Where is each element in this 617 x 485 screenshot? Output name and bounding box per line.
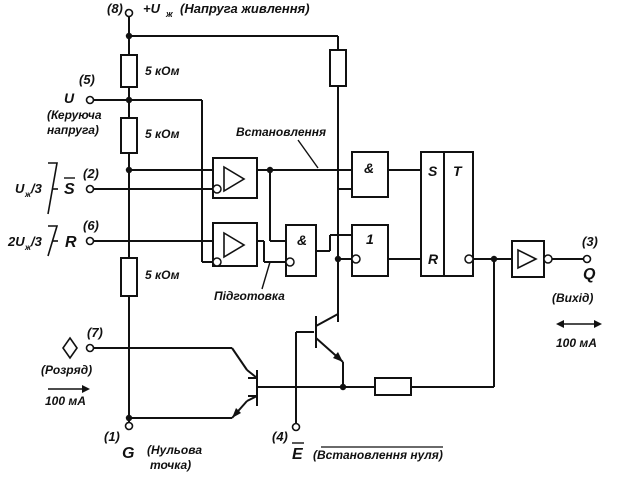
discharge-marker-diamond xyxy=(62,336,78,360)
output-desc: (Вихід) xyxy=(552,291,593,305)
discharge-transistor-emitter-arrow xyxy=(232,408,241,418)
output-name: Q xyxy=(583,266,596,283)
supply-name: +U xyxy=(143,1,161,16)
pin-7-terminal xyxy=(85,343,95,353)
resistor-r3 xyxy=(120,257,138,297)
threshold-bracket xyxy=(47,225,59,257)
trigger-name: S xyxy=(64,181,75,198)
output-buffer xyxy=(511,240,545,278)
discharge-desc: (Розряд) xyxy=(41,363,92,377)
inversion-bubble-and-mid xyxy=(285,257,295,267)
resistor-feedback xyxy=(374,377,412,396)
inversion-bubble-ff xyxy=(464,254,474,264)
resistor-r3-label: 5 кОм xyxy=(145,268,180,282)
flipflop-s-label: S xyxy=(428,163,438,179)
control-desc-line1: (Керуюча xyxy=(47,108,102,122)
inversion-bubble-trigger xyxy=(212,184,222,194)
resistor-r1 xyxy=(120,54,138,88)
pin-7-label: (7) xyxy=(87,325,103,340)
trigger-threshold-bracket xyxy=(47,162,58,215)
pin-4-label: (4) xyxy=(272,429,288,444)
resistor-r2-label: 5 кОм xyxy=(145,127,180,141)
reset-desc: (Встановлення нуля) xyxy=(313,448,443,462)
discharge-current-arrow xyxy=(48,385,90,393)
ground-desc-line2: точка) xyxy=(150,458,191,472)
flipflop-r-label: R xyxy=(428,251,439,267)
reset-transistor-emitter-arrow xyxy=(333,352,343,362)
pin-6-terminal xyxy=(85,236,95,246)
and-gate-top: & xyxy=(351,151,389,198)
inversion-bubble-buffer xyxy=(543,254,553,264)
set-annotation-leader xyxy=(297,139,319,169)
pin-1-label: (1) xyxy=(104,429,120,444)
or-gate: 1 xyxy=(351,224,389,277)
junctions xyxy=(125,32,498,422)
pin-8-terminal xyxy=(124,8,134,18)
pin-5-terminal xyxy=(85,95,95,105)
threshold-value: 2U xyxy=(7,234,25,249)
rs-flipflop: S T R xyxy=(420,151,474,277)
resistor-pullup xyxy=(329,49,347,87)
inversion-bubble-or xyxy=(351,254,361,264)
ground-desc-line1: (Нульова xyxy=(147,443,202,457)
threshold-value-sub: ж xyxy=(24,243,32,252)
pin-4-terminal xyxy=(291,422,301,432)
trigger-threshold-suffix: /3 xyxy=(30,181,43,196)
and-gate-mid: & xyxy=(285,224,317,277)
pin-5-label: (5) xyxy=(79,72,95,87)
pin-1-terminal xyxy=(124,421,134,431)
threshold-name: R xyxy=(65,234,77,251)
pin-6-label: (6) xyxy=(83,218,99,233)
trigger-threshold: U xyxy=(15,181,25,196)
supply-name-sub: ж xyxy=(165,9,173,19)
pin-3-label: (3) xyxy=(582,234,598,249)
ground-name: G xyxy=(122,445,134,462)
prep-annotation-leader xyxy=(261,261,271,290)
output-current-arrow xyxy=(556,320,602,328)
control-name: U xyxy=(64,90,75,106)
trigger-threshold-sub: ж xyxy=(24,190,32,199)
supply-desc: (Напруга живлення) xyxy=(180,1,310,16)
pin-2-label: (2) xyxy=(83,166,99,181)
pin-3-terminal xyxy=(582,254,592,264)
control-desc-line2: напруга) xyxy=(47,123,99,137)
pin-2-terminal xyxy=(85,184,95,194)
output-current: 100 мА xyxy=(556,336,597,350)
pin-8-label: (8) xyxy=(107,1,123,16)
prep-annotation: Підготовка xyxy=(214,289,285,303)
and-gate-top-label: & xyxy=(364,160,374,176)
and-gate-mid-label: & xyxy=(297,232,307,248)
inversion-bubble-comp2 xyxy=(212,257,222,267)
discharge-current: 100 мА xyxy=(45,394,86,408)
resistor-r1-label: 5 кОм xyxy=(145,64,180,78)
flipflop-t-label: T xyxy=(453,163,463,179)
resistor-r2 xyxy=(120,117,138,154)
set-annotation: Встановлення xyxy=(236,125,326,139)
reset-name: E xyxy=(292,446,304,463)
threshold-value-suffix: /3 xyxy=(30,234,43,249)
comparator-bottom xyxy=(212,222,258,267)
or-gate-label: 1 xyxy=(366,231,374,247)
